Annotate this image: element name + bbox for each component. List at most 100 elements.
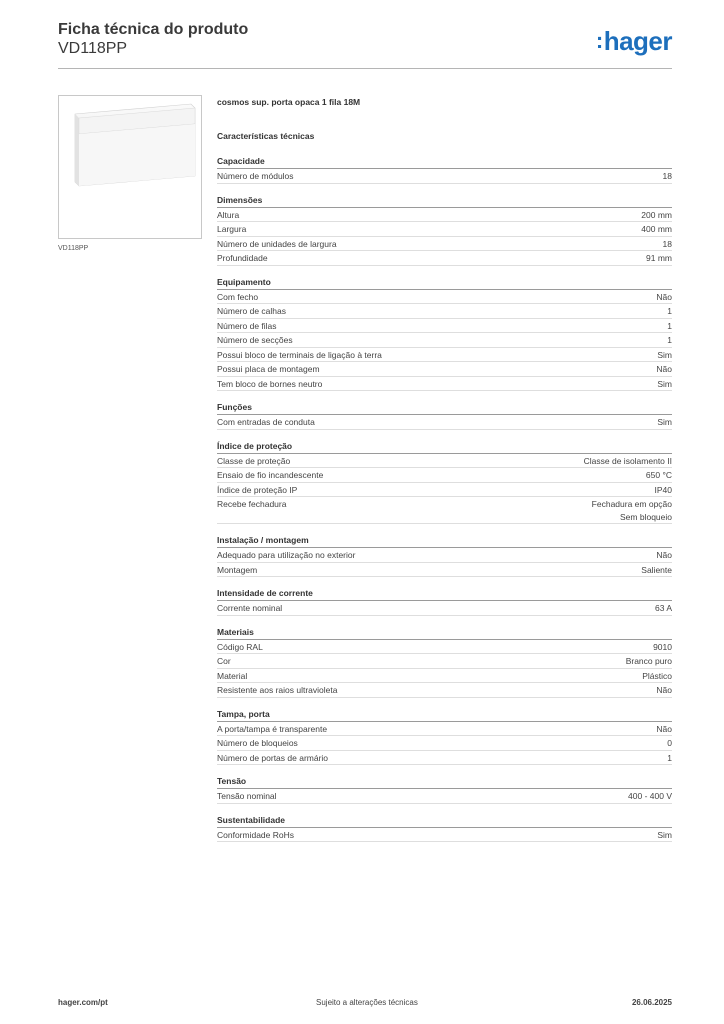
section-title: Tensão xyxy=(217,775,672,789)
spec-value: Sim xyxy=(657,417,672,427)
spec-row: Altura 200 mm xyxy=(217,208,672,222)
spec-row: Número de bloqueios 0 xyxy=(217,736,672,751)
spec-value: 650 °C xyxy=(645,470,672,480)
spec-row: Com entradas de conduta Sim xyxy=(217,415,672,430)
spec-value: Não xyxy=(656,723,672,734)
product-code: VD118PP xyxy=(58,40,128,57)
section-title: Materiais xyxy=(217,626,672,640)
spec-value: 1 xyxy=(667,306,672,316)
image-caption: VD118PP xyxy=(58,245,89,252)
spec-row: Número de calhas 1 xyxy=(217,304,672,319)
spec-row: Possui bloco de terminais de ligação à t… xyxy=(217,348,672,362)
distribution-box-icon xyxy=(74,103,196,187)
spec-value: 1 xyxy=(667,335,672,345)
spec-value: 200 mm xyxy=(641,209,672,220)
spec-value: IP40 xyxy=(654,484,673,495)
hager-logo: :hager xyxy=(595,26,673,57)
section-title: Dimensões xyxy=(217,194,672,208)
spec-label: Número de unidades de largura xyxy=(217,238,337,249)
spec-label: Número de bloqueios xyxy=(217,738,298,748)
spec-row: Resistente aos raios ultravioleta Não xyxy=(217,683,672,698)
spec-value: Não xyxy=(656,550,672,560)
spec-label: Adequado para utilização no exterior xyxy=(217,550,356,560)
spec-label: Classe de proteção xyxy=(217,455,291,466)
spec-label: Número de portas de armário xyxy=(217,752,329,763)
logo-dots-icon: : xyxy=(595,28,603,53)
spec-row: Número de secções 1 xyxy=(217,333,672,348)
section-title: Índice de proteção xyxy=(217,440,672,454)
section-title: Equipamento xyxy=(217,276,672,290)
spec-label: Número de filas xyxy=(217,320,277,331)
spec-label: Número de módulos xyxy=(217,171,294,181)
spec-value: Classe de isolamento II xyxy=(583,455,672,466)
spec-label: Material xyxy=(217,670,248,681)
spec-value: 63 A xyxy=(654,603,672,613)
spec-value: 18 xyxy=(662,171,672,181)
spec-label: Tensão nominal xyxy=(217,791,277,801)
spec-label: Com entradas de conduta xyxy=(217,417,315,427)
spec-row: Montagem Saliente xyxy=(217,563,672,577)
spec-label: Largura xyxy=(217,224,247,234)
footer-notice: Sujeito a alterações técnicas xyxy=(316,998,418,1007)
spec-label: Número de secções xyxy=(217,335,293,345)
spec-row: Ensaio de fio incandescente 650 °C xyxy=(217,468,672,483)
spec-label: Altura xyxy=(217,209,240,220)
spec-label: Recebe fechadura xyxy=(217,499,287,509)
spec-value: Sim xyxy=(657,349,672,360)
spec-label: Ensaio de fio incandescente xyxy=(217,470,324,480)
footer-website-link[interactable]: hager.com/pt xyxy=(58,998,108,1007)
spec-row: Número de unidades de largura 18 xyxy=(217,237,672,251)
spec-label: Conformidade RoHs xyxy=(217,829,295,840)
spec-row: Número de módulos 18 xyxy=(217,169,672,184)
product-image xyxy=(58,95,202,239)
spec-row: Tensão nominal 400 - 400 V xyxy=(217,789,672,804)
spec-value: 400 - 400 V xyxy=(628,791,672,801)
footer-date: 26.06.2025 xyxy=(631,998,672,1007)
spec-value: Saliente xyxy=(641,564,672,575)
spec-value: 9010 xyxy=(653,641,672,652)
spec-label: Profundidade xyxy=(217,253,268,263)
spec-value: 1 xyxy=(667,752,672,763)
spec-value: Não xyxy=(656,291,672,302)
spec-row: Classe de proteção Classe de isolamento I… xyxy=(217,454,672,468)
spec-label: Tem bloco de bornes neutro xyxy=(217,378,323,389)
spec-row: Número de portas de armário 1 xyxy=(217,751,672,765)
spec-value: 1 xyxy=(667,320,672,331)
spec-value: Não xyxy=(656,685,672,695)
spec-label: A porta/tampa é transparente xyxy=(217,723,328,734)
spec-row: Número de filas 1 xyxy=(217,319,672,333)
spec-label: Número de calhas xyxy=(217,306,286,316)
spec-row: Índice de proteção IP IP40 xyxy=(217,483,673,497)
page-title: Ficha técnica do produto xyxy=(58,21,249,38)
spec-label: Índice de proteção IP xyxy=(217,484,298,495)
spec-label: Resistente aos raios ultravioleta xyxy=(217,685,338,695)
page-header: Ficha técnica do produto VD118PP :hager xyxy=(58,20,673,69)
spec-value: 18 xyxy=(662,238,672,249)
spec-value: Sim xyxy=(657,378,672,389)
section-title: Tampa, porta xyxy=(217,708,672,722)
spec-value: 0 xyxy=(667,738,672,748)
spec-label: Possui bloco de terminais de ligação à t… xyxy=(217,349,382,360)
logo-text: hager xyxy=(603,26,673,56)
spec-label: Montagem xyxy=(217,564,258,575)
section-title: Sustentabilidade xyxy=(217,814,672,828)
spec-label: Possui placa de montagem xyxy=(217,364,320,374)
